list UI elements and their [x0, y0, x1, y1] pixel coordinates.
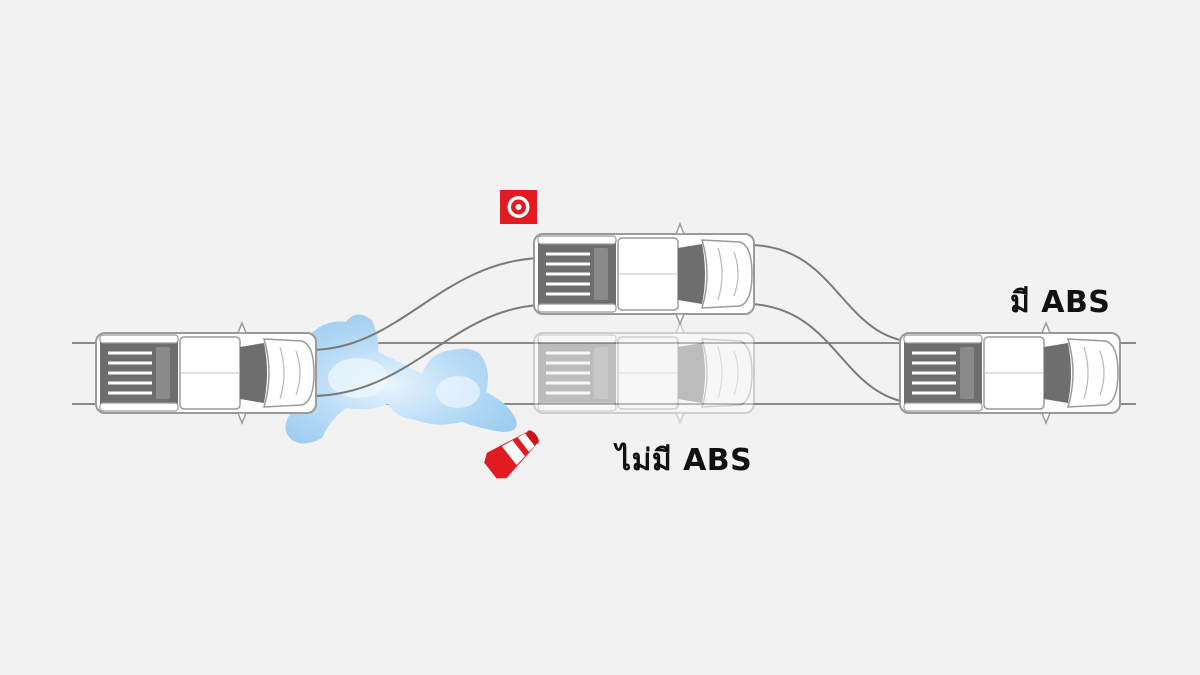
- target-icon: [500, 190, 537, 224]
- label-with-abs: มี ABS: [1010, 285, 1111, 320]
- trajectory-with-abs: [309, 244, 921, 405]
- truck-end-with-abs: [898, 321, 1122, 425]
- truck-without-abs: [532, 321, 756, 425]
- truck-start: [94, 321, 318, 425]
- truck-swerve-with-abs: [532, 222, 756, 326]
- traffic-cone-icon: [484, 430, 539, 479]
- water-puddle-icon: [285, 314, 517, 444]
- label-without-abs: ไม่มี ABS: [616, 443, 753, 478]
